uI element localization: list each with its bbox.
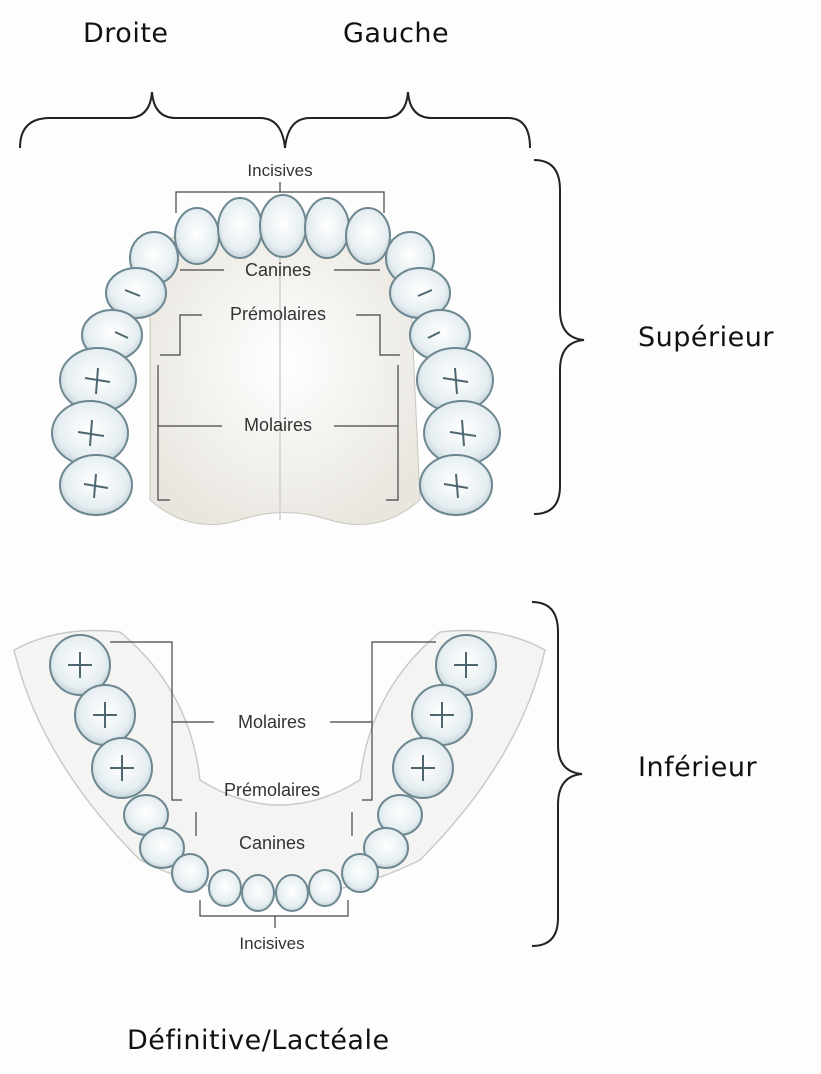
upper-premolars-label: Prémolaires [230, 304, 326, 324]
upper-bracket-lines [157, 182, 400, 501]
upper-incisor-teeth [174, 194, 391, 265]
upper-canines-label: Canines [245, 260, 311, 280]
upper-jaw: Incisives Canines Prémolaires Molaires [51, 161, 501, 525]
lower-bracket-lines [110, 641, 436, 928]
lower-jaw-label: Inférieur [638, 752, 758, 783]
upper-jaw-label: Supérieur [638, 322, 774, 353]
lower-vertical-brace [531, 601, 583, 947]
lower-jaw: Molaires Prémolaires Canines Incisives [13, 629, 546, 953]
upper-premolar-teeth [81, 267, 471, 361]
lower-molars-label: Molaires [238, 712, 306, 732]
lower-canines-label: Canines [239, 833, 305, 853]
horizontal-brace [19, 91, 531, 149]
lower-canine-teeth [171, 853, 379, 893]
upper-molars-label: Molaires [244, 415, 312, 435]
lower-premolars-label: Prémolaires [224, 780, 320, 800]
upper-incisors-label: Incisives [247, 161, 312, 180]
lower-incisor-teeth [208, 869, 342, 912]
upper-vertical-brace [533, 159, 585, 515]
lower-premolar-teeth [123, 794, 423, 869]
dentition-type-label: Définitive/Lactéale [127, 1025, 390, 1056]
right-side-label: Droite [83, 18, 169, 49]
left-side-label: Gauche [343, 18, 450, 49]
lower-incisors-label: Incisives [239, 934, 304, 953]
